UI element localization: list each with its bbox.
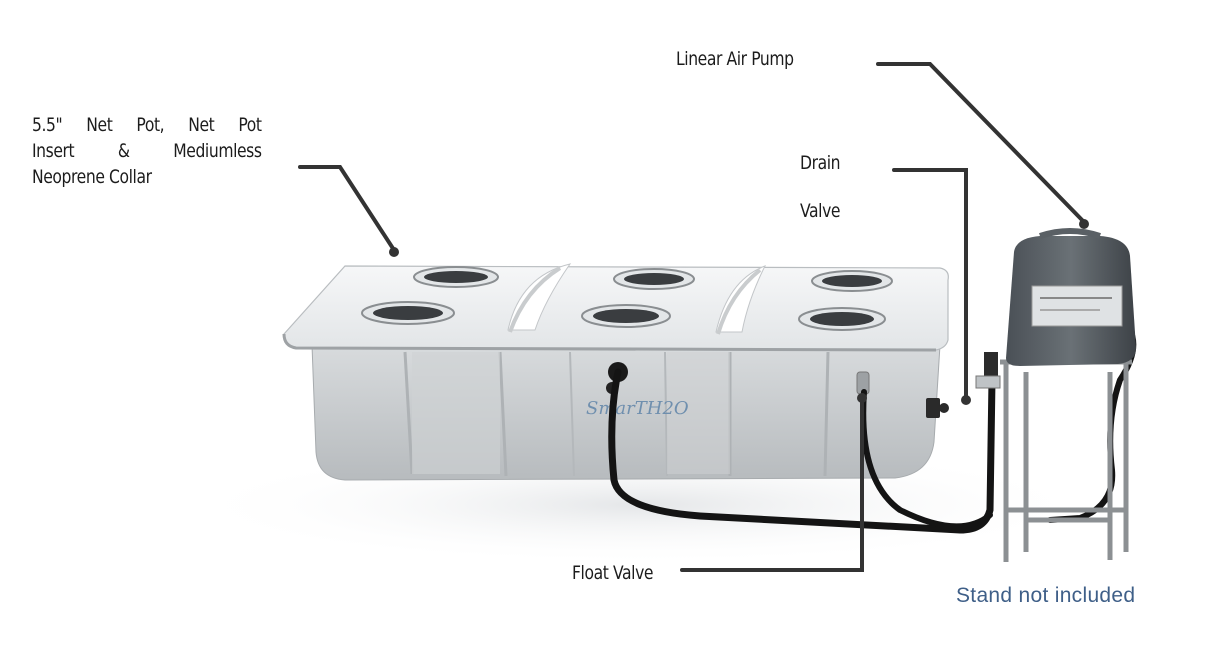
linear-air-pump-label: Linear Air Pump: [676, 48, 794, 70]
net-pots: [361, 266, 893, 331]
leader-drain-valve: [892, 168, 968, 400]
net-pot-label-line3: Neoprene Collar: [32, 166, 152, 188]
leader-dots: [389, 219, 1089, 405]
stand-note: Stand not included: [956, 584, 1136, 607]
net-pot-label: 5.5" Net Pot, Net Pot Insert & Mediumles…: [32, 112, 270, 190]
reservoir-tank: SmarTH2O: [311, 344, 941, 481]
float-valve-label: Float Valve: [572, 562, 654, 584]
leader-air-pump: [876, 62, 1086, 224]
drain-valve-label-line2: Valve: [800, 200, 841, 222]
drain-valve-label-line1: Drain: [800, 152, 841, 174]
leader-net-pot: [298, 165, 396, 252]
leader-float-valve: [680, 396, 864, 572]
net-pot-label-line1: 5.5" Net Pot, Net Pot: [32, 114, 262, 136]
air-pump-icon: [975, 228, 1136, 389]
brand-logo: SmarTH2O: [586, 398, 689, 419]
net-pot-label-line2: Insert & Mediumless: [32, 140, 262, 162]
leader-lines: [298, 62, 1086, 572]
